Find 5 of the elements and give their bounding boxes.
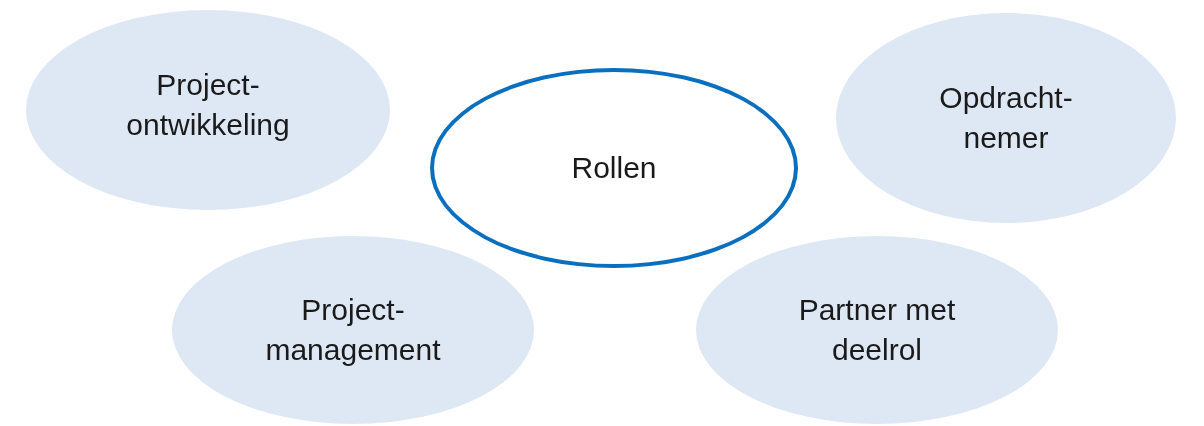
role-label: Project- management (264, 292, 442, 368)
role-label: Project- ontwikkeling (125, 67, 291, 143)
role-label: Opdracht- nemer (938, 80, 1074, 156)
role-label: Partner met deelrol (797, 292, 957, 368)
role-label: Rollen (571, 150, 657, 186)
